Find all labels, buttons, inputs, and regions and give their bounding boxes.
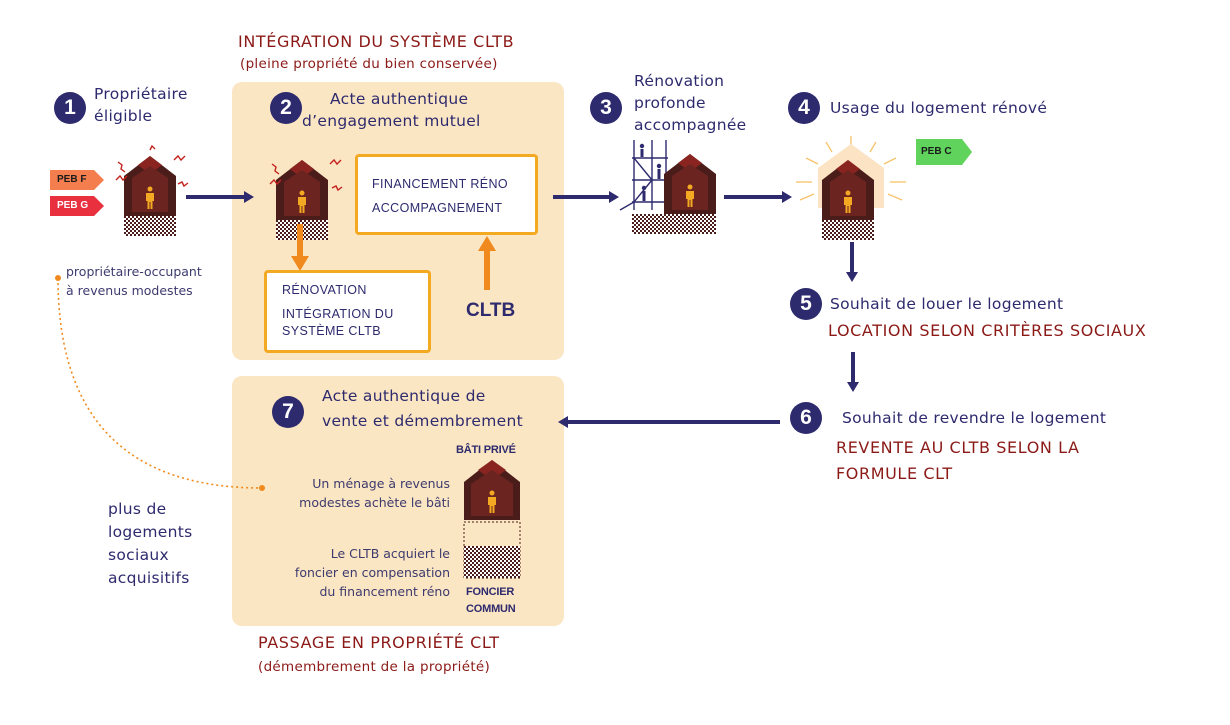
peb-g-tag	[50, 196, 104, 216]
step-2-label: Acte authentique d’engagement mutuel	[302, 90, 481, 130]
arrow-up-orange	[478, 236, 496, 290]
heat-loss-icon	[269, 158, 343, 192]
bottom-title: PASSAGE EN PROPRIÉTÉ CLT	[258, 633, 500, 652]
arrow-1-2	[186, 191, 254, 203]
top-title: INTÉGRATION DU SYSTÈME CLTB	[238, 32, 515, 51]
bottom-subtitle: (démembrement de la propriété)	[258, 659, 491, 675]
arrow-2-3	[553, 191, 619, 203]
step-5-label: Souhait de louer le logement	[830, 295, 1064, 313]
peb-c-label: PEB C	[921, 146, 952, 157]
financing-box	[355, 154, 538, 235]
arrow-down-orange	[291, 224, 309, 271]
scaffolding-icon	[619, 140, 668, 211]
step-3-number: 3	[590, 92, 622, 124]
arrow-5-6	[847, 352, 859, 392]
top-subtitle: (pleine propriété du bien conservée)	[240, 56, 498, 72]
step-1-number: 1	[54, 92, 86, 124]
step-5-note: LOCATION SELON CRITÈRES SOCIAUX	[828, 321, 1147, 340]
renovation-box-text: RÉNOVATION INTÉGRATION DU SYSTÈME CLTB	[282, 283, 394, 338]
heat-loss-icon	[115, 144, 189, 188]
house-icon	[463, 460, 521, 579]
step-4-label: Usage du logement rénové	[830, 99, 1048, 117]
peb-g-label: PEB G	[57, 200, 89, 211]
arrow-4-5	[846, 242, 858, 282]
ground-icon	[632, 214, 668, 234]
peb-c-tag	[916, 139, 972, 165]
arrow-3-4	[724, 191, 792, 203]
arrow-6-7	[558, 416, 780, 428]
peb-f-tag	[50, 170, 104, 190]
step-7-number: 7	[272, 396, 304, 428]
cltb-label: CLTB	[466, 300, 516, 321]
step-4-number: 4	[788, 92, 820, 124]
step-5-number: 5	[790, 288, 822, 320]
bati-prive-label: BÂTI PRIVÉ	[456, 444, 516, 456]
step-6-label: Souhait de revendre le logement	[842, 409, 1107, 427]
step-2-number: 2	[270, 92, 302, 124]
renovation-box	[264, 270, 431, 353]
step-6-number: 6	[790, 402, 822, 434]
peb-f-label: PEB F	[57, 174, 87, 185]
